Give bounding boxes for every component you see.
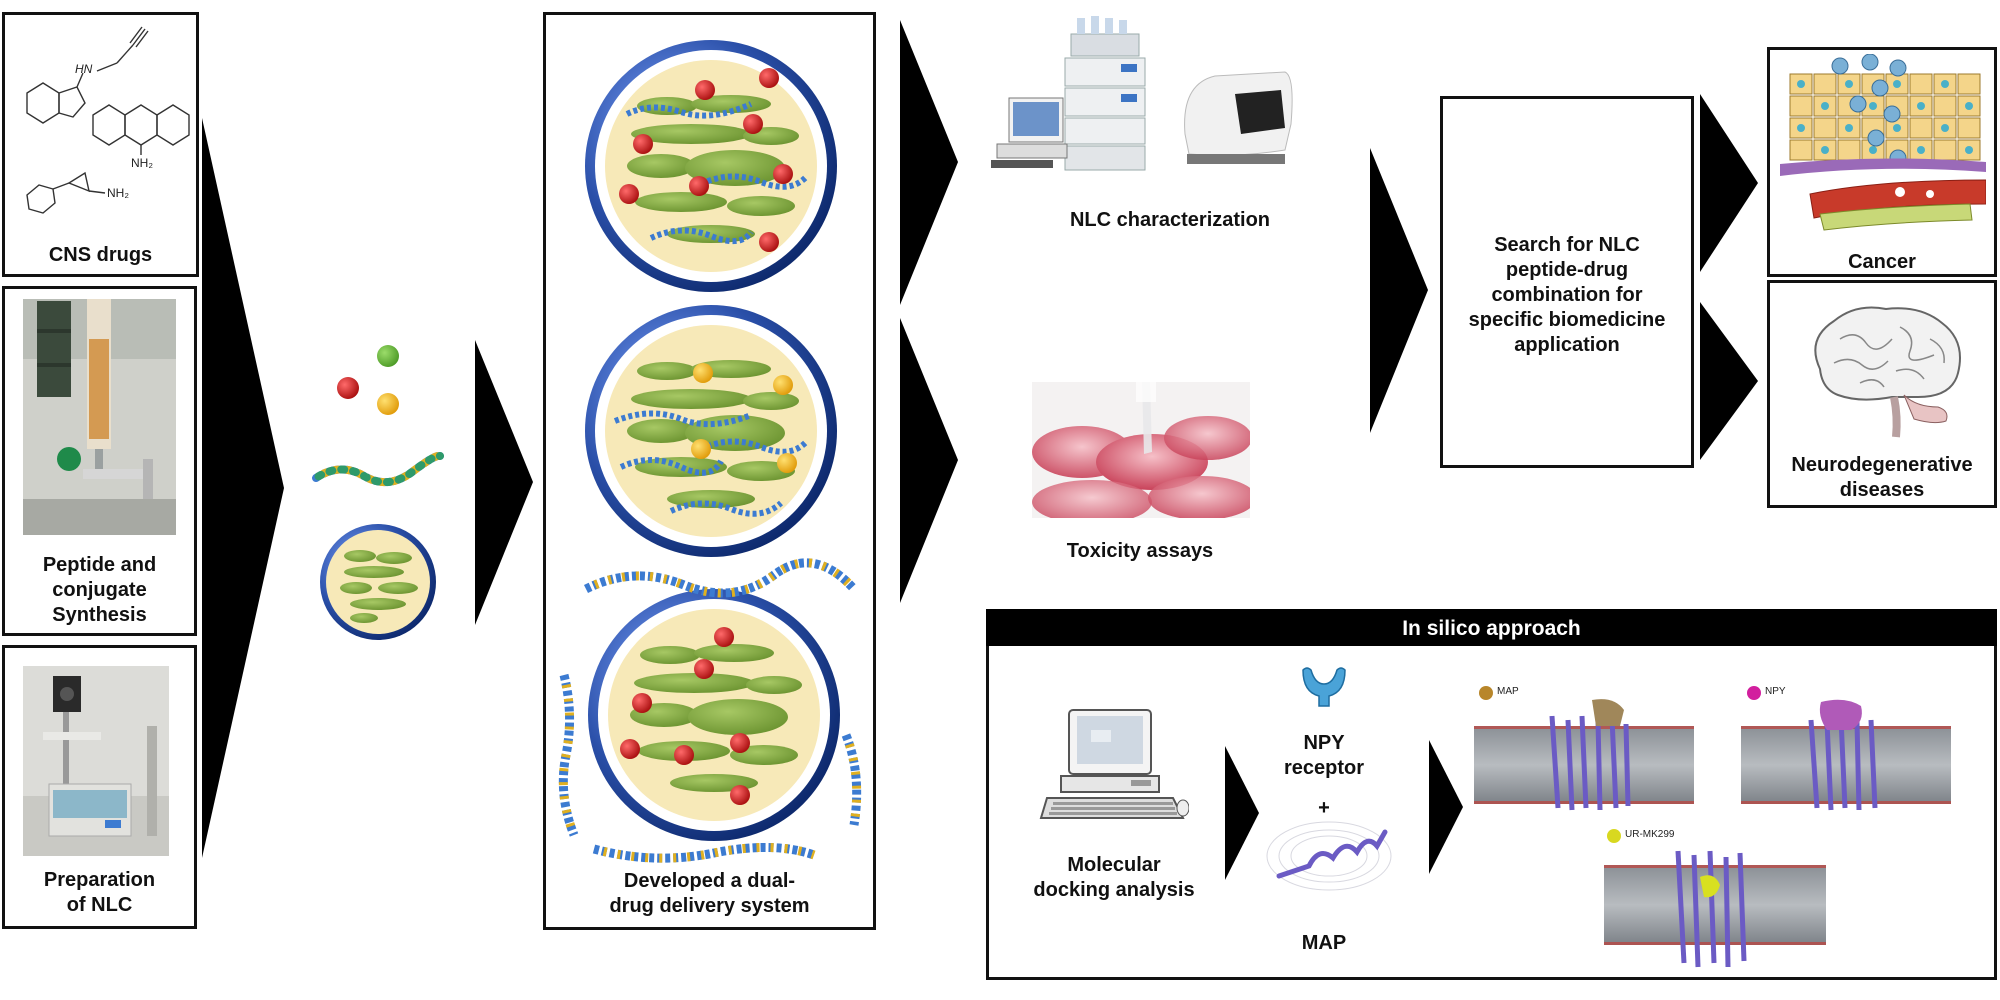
legend-ur-text: UR-MK299 (1625, 829, 1675, 840)
legend-npy-text: NPY (1765, 686, 1786, 697)
cns-drug-structures: HN NH₂ NH₂ (26, 26, 190, 214)
chevron-arrow-icon (202, 118, 284, 858)
legend-ur-dot (1607, 829, 1621, 843)
legend-map-dot (1479, 686, 1493, 700)
chevron-arrow-icon (475, 340, 533, 625)
cancer-tissue-icon (1780, 54, 1986, 231)
receptor-icon (1302, 667, 1346, 707)
receptor-label-1: NPY (1303, 732, 1345, 754)
peptide-synthesis-label-3: Synthesis (52, 604, 147, 626)
computer-icon (1039, 709, 1189, 819)
dual-drug-delivery-panel: Developed a dual- drug delivery system (543, 12, 876, 930)
search-line-2: peptide-drug (1505, 259, 1629, 281)
toxicity-assays-label: Toxicity assays (1066, 540, 1214, 562)
cns-drugs-panel: HN NH₂ NH₂ CNS drugs (2, 12, 199, 277)
docking-membrane-map (1474, 699, 1694, 811)
peptide-chain-icon (312, 451, 444, 486)
delivery-caption-2: drug delivery system (609, 895, 810, 917)
search-line-4: specific biomedicine (1468, 309, 1666, 331)
cns-drugs-label: CNS drugs (48, 244, 153, 266)
legend-npy-dot (1747, 686, 1761, 700)
legend-map-text: MAP (1497, 686, 1519, 697)
neurodegenerative-label-1: Neurodegenerative (1791, 454, 1973, 476)
lab-instruments-icon (991, 16, 1293, 171)
neurodegenerative-label-2: diseases (1839, 479, 1925, 501)
map-label: MAP (1301, 932, 1347, 954)
nlc-yellow-drug-particle (585, 305, 837, 557)
nlc-preparation-photo (23, 666, 169, 856)
nlc-red-drug-particle (585, 40, 837, 292)
search-line-3: combination for (1491, 284, 1643, 306)
chevron-arrow-icon (900, 318, 958, 603)
nlc-preparation-label-2: of NLC (66, 894, 133, 916)
chevron-arrow-icon (1700, 94, 1758, 272)
docking-label-1: Molecular (1067, 854, 1161, 876)
peptide-synthesis-label-2: conjugate (52, 579, 147, 601)
plus-sign: + (1318, 797, 1330, 819)
neurodegenerative-panel: Neurodegenerative diseases (1767, 280, 1997, 508)
brain-icon (1814, 306, 1961, 438)
docking-membrane-ur-mk299 (1604, 850, 1826, 968)
docking-label-2: docking analysis (1033, 879, 1195, 901)
chevron-arrow-icon (1370, 148, 1428, 433)
map-peptide-helix-icon (1266, 821, 1392, 891)
nh2-label-2: NH₂ (107, 186, 129, 200)
nlc-components (312, 345, 444, 640)
search-combination-box: Search for NLC peptide-drug combination … (1440, 96, 1694, 468)
receptor-label-2: receptor (1283, 757, 1365, 779)
search-line-5: application (1514, 334, 1620, 356)
chevron-arrow-icon (1225, 746, 1259, 880)
nlc-characterization-label: NLC characterization (1069, 209, 1271, 231)
empty-nlc-icon (320, 524, 436, 640)
delivery-caption-1: Developed a dual- (623, 870, 796, 892)
chevron-arrow-icon (1700, 302, 1758, 460)
peptide-synthesis-photo (23, 299, 176, 535)
search-line-1: Search for NLC (1494, 234, 1640, 256)
chevron-arrow-icon (900, 20, 958, 305)
nh2-label-1: NH₂ (131, 156, 153, 170)
peptide-synthesis-panel: Peptide and conjugate Synthesis (2, 286, 197, 636)
docking-membrane-npy (1741, 699, 1951, 811)
nlc-peptide-coated-particle (558, 558, 862, 863)
hn-label: HN (75, 62, 93, 76)
cancer-label: Cancer (1848, 251, 1916, 273)
toxicity-assay-photo (1032, 382, 1250, 518)
in-silico-panel: Molecular docking analysis NPY receptor … (986, 646, 1997, 980)
peptide-synthesis-label-1: Peptide and (42, 554, 157, 576)
nlc-preparation-panel: Preparation of NLC (2, 645, 197, 929)
in-silico-header: In silico approach (986, 609, 1997, 649)
chevron-arrow-icon (1429, 740, 1463, 874)
nlc-preparation-label-1: Preparation (43, 869, 156, 891)
cancer-panel: Cancer (1767, 47, 1997, 277)
